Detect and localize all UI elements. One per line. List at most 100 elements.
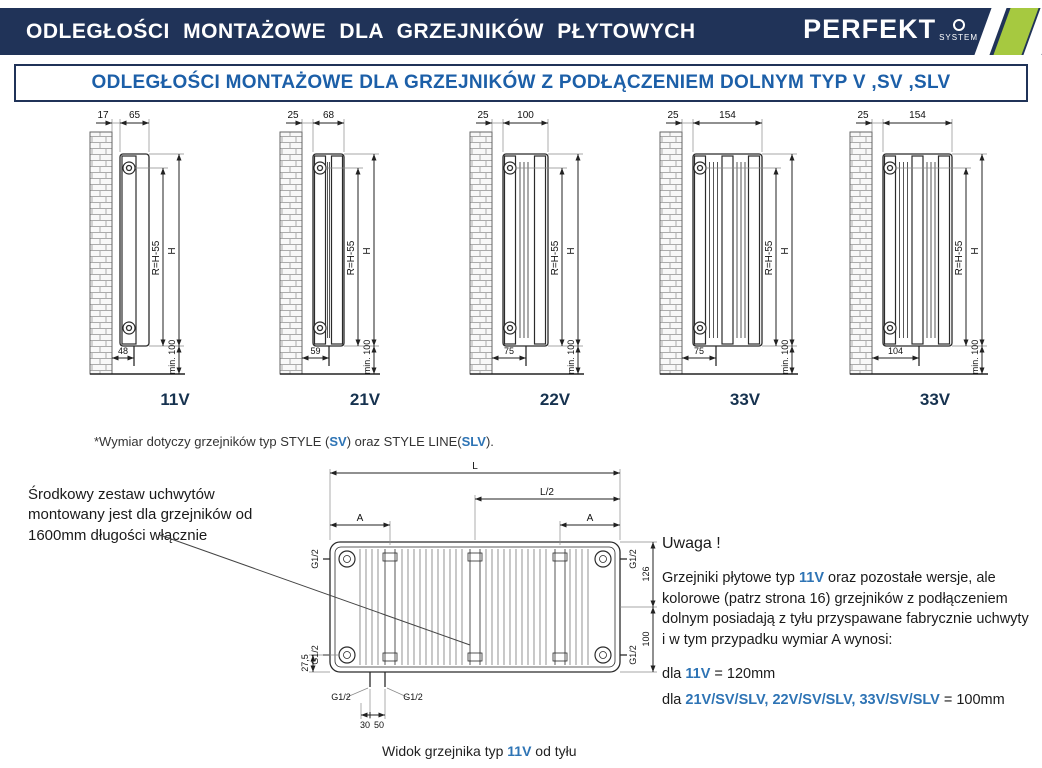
- dim-bottom: 48: [118, 346, 128, 356]
- diagram-33v-b: 25 154 104 R=H-55 H min. 100 33V: [849, 110, 988, 409]
- wall: [659, 131, 683, 375]
- dimension-labels: 25 68 59 R=H-55 H min. 100: [287, 110, 373, 374]
- dim-126: 126: [641, 566, 651, 581]
- bottom-section: Środkowy zestaw uchwytów montowany jest …: [0, 455, 1042, 768]
- dim-g12-pipe-1: G1/2: [331, 692, 351, 702]
- notice-line1-pre: dla: [662, 666, 686, 683]
- dimension-labels: 25 154 75 R=H-55 H min. 100: [667, 110, 791, 374]
- dim-h: H: [780, 247, 791, 254]
- dim-a-right: A: [587, 513, 594, 524]
- footnote-text-2: ) oraz STYLE LINE(: [346, 434, 462, 449]
- dim-h: H: [970, 247, 981, 254]
- notice-p1: Grzejniki płytowe typ: [662, 570, 799, 586]
- dim-min: min. 100: [566, 340, 576, 375]
- dim-h: H: [362, 247, 373, 254]
- dim-depth: 100: [517, 110, 534, 121]
- dim-r: R=H-55: [550, 240, 561, 275]
- notice-line2-types: 21V/SV/SLV, 22V/SV/SLV, 33V/SV/SLV: [685, 692, 940, 709]
- diagram-11v: 17 65 48 R=H-55 H min. 100 11V: [89, 110, 190, 409]
- diagram-type-label: 11V: [160, 390, 190, 409]
- footnote-text: *Wymiar dotyczy grzejników typ STYLE (: [94, 434, 330, 449]
- wall: [279, 131, 303, 375]
- dim-a-left: A: [357, 513, 364, 524]
- diagram-type-label: 33V: [920, 390, 951, 409]
- dim-g12-top-left: G1/2: [310, 549, 320, 569]
- notice-title: Uwaga !: [662, 535, 721, 552]
- subheader-bar: ODLEGŁOŚCI MONTAŻOWE DLA GRZEJNIKÓW Z PO…: [14, 64, 1028, 102]
- dimension-lines: [286, 119, 379, 374]
- dim-l: L: [472, 461, 478, 472]
- dim-depth: 68: [323, 110, 335, 121]
- dim-bottom: 59: [310, 346, 320, 356]
- radiator-body: [119, 153, 150, 366]
- dimension-labels: 25 154 104 R=H-55 H min. 100: [857, 110, 981, 374]
- subheader-title: ODLEGŁOŚCI MONTAŻOWE DLA GRZEJNIKÓW Z PO…: [91, 72, 951, 93]
- rear-dimension-labels: L L/2 A A G1/2 G1/2 G1/2 G1/2 126 100 27…: [300, 461, 651, 730]
- notice-paragraph: Grzejniki płytowe typ 11V oraz pozostałe…: [662, 568, 1034, 650]
- dim-g12-top-right: G1/2: [628, 549, 638, 569]
- dimension-lines: [476, 119, 583, 374]
- diagram-type-label: 21V: [350, 390, 381, 409]
- brand-subtext: SYSTEM: [939, 33, 978, 42]
- dim-gap: 17: [97, 110, 109, 121]
- radiator-body: [502, 153, 549, 366]
- brand-ring-icon: [952, 19, 965, 31]
- dim-g12-bottom-left: G1/2: [310, 645, 320, 665]
- dim-depth: 154: [909, 110, 926, 121]
- caption-text: Widok grzejnika typ: [382, 743, 508, 759]
- dim-min: min. 100: [780, 340, 790, 375]
- dim-depth: 154: [719, 110, 736, 121]
- dim-h: H: [566, 247, 577, 254]
- diagram-22v: 25 100 75 R=H-55 H min. 100 22V: [469, 110, 584, 409]
- dim-gap: 25: [477, 110, 489, 121]
- notice-line2-pre: dla: [662, 692, 686, 709]
- dim-r: R=H-55: [764, 240, 775, 275]
- wall: [89, 131, 113, 375]
- dim-min: min. 100: [362, 340, 372, 375]
- dim-g12-pipe-2: G1/2: [403, 692, 423, 702]
- dim-50: 50: [374, 720, 384, 730]
- notice-hl1: 11V: [799, 570, 824, 586]
- caption-text-2: od tyłu: [531, 743, 577, 759]
- brand-side: SYSTEM: [939, 15, 978, 42]
- dim-27-5: 27,5: [300, 654, 310, 672]
- dim-gap: 25: [667, 110, 679, 121]
- dimension-lines: [96, 119, 184, 374]
- dim-100: 100: [641, 631, 651, 646]
- rear-view-drawing: L L/2 A A G1/2 G1/2 G1/2 G1/2 126 100 27…: [300, 461, 657, 730]
- rear-view-caption: Widok grzejnika typ 11V od tyłu: [382, 743, 577, 759]
- caption-type: 11V: [507, 743, 532, 759]
- brand-text: PERFEKT: [803, 14, 937, 44]
- page-title: ODLEGŁOŚCI MONTAŻOWE DLA GRZEJNIKÓW PŁYT…: [26, 20, 696, 43]
- dim-h: H: [167, 247, 178, 254]
- radiator-body: [692, 153, 763, 366]
- dimension-lines: [666, 119, 797, 374]
- dimension-labels: 25 100 75 R=H-55 H min. 100: [477, 110, 577, 374]
- footnote-sv: SV: [329, 434, 347, 449]
- notice-line2-value: = 100mm: [939, 692, 1005, 709]
- radiator-rear-body: [323, 541, 627, 687]
- footnote-slv: SLV: [461, 434, 486, 449]
- dim-min: min. 100: [970, 340, 980, 375]
- dim-bottom: 104: [888, 346, 903, 356]
- footnote: *Wymiar dotyczy grzejników typ STYLE (SV…: [94, 434, 494, 449]
- notice-p2: oraz pozostałe wersje, ale kolorowe (pat…: [662, 570, 1029, 648]
- header-bar: ODLEGŁOŚCI MONTAŻOWE DLA GRZEJNIKÓW PŁYT…: [0, 8, 1042, 55]
- brackets-note: Środkowy zestaw uchwytów montowany jest …: [28, 486, 253, 544]
- dim-depth: 65: [129, 110, 141, 121]
- diagram-type-label: 33V: [730, 390, 761, 409]
- radiator-body: [882, 153, 953, 366]
- dim-min: min. 100: [167, 340, 177, 375]
- dimension-labels: 17 65 48 R=H-55 H min. 100: [97, 110, 178, 374]
- dim-bottom: 75: [694, 346, 704, 356]
- notice-line1-value: = 120mm: [710, 666, 776, 683]
- diagram-type-label: 22V: [540, 390, 571, 409]
- wall: [469, 131, 493, 375]
- dim-g12-bottom-right: G1/2: [628, 645, 638, 665]
- diagram-33v-a: 25 154 75 R=H-55 H min. 100 33V: [659, 110, 798, 409]
- notice-line1-type: 11V: [685, 666, 711, 683]
- dim-r: R=H-55: [151, 240, 162, 275]
- diagrams-row: 17 65 48 R=H-55 H min. 100 11V: [82, 106, 1028, 412]
- dim-gap: 25: [287, 110, 299, 121]
